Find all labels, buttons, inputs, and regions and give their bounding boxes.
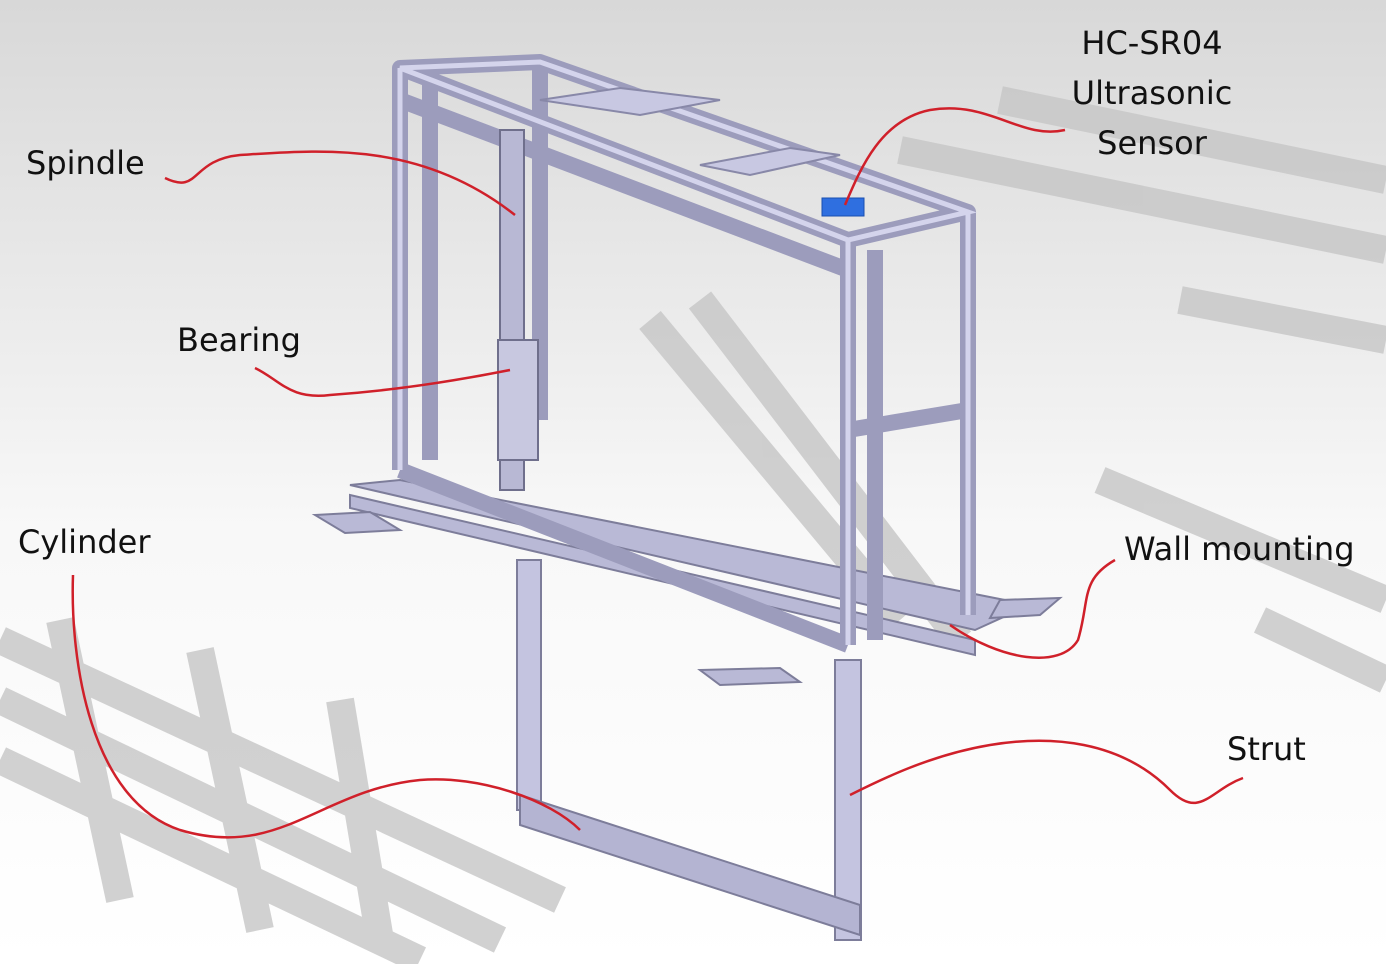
label-bearing: Bearing <box>177 315 301 365</box>
label-sensor-line2: Ultrasonic <box>1050 68 1254 118</box>
ultrasonic-sensor <box>822 198 864 216</box>
label-cylinder: Cylinder <box>18 517 151 567</box>
label-sensor-line1: HC-SR04 <box>1050 18 1254 68</box>
label-strut: Strut <box>1227 724 1306 774</box>
label-wall-mounting: Wall mounting <box>1124 524 1355 574</box>
bearing <box>498 340 538 460</box>
label-sensor: HC-SR04 Ultrasonic Sensor <box>1050 18 1254 168</box>
label-spindle: Spindle <box>26 138 145 188</box>
label-sensor-line3: Sensor <box>1050 118 1254 168</box>
